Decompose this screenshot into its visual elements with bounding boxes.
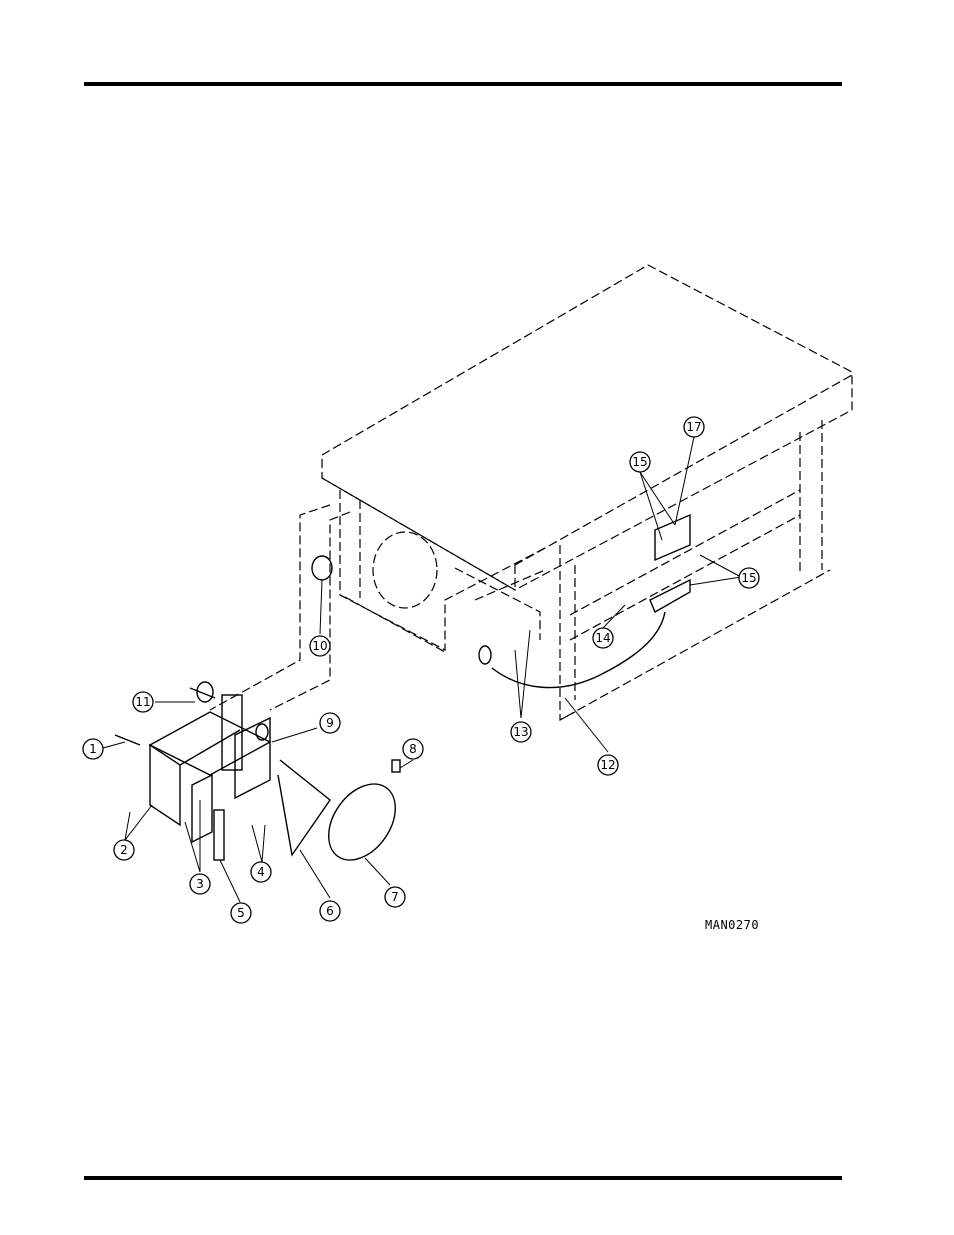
callout-11: 11 [133, 692, 153, 712]
callout-label: 12 [600, 758, 615, 772]
callout-17: 17 [684, 417, 704, 437]
callout-6: 6 [320, 901, 340, 921]
callout-12: 12 [598, 755, 618, 775]
callout-15: 15 [630, 452, 650, 472]
callout-label: 3 [196, 877, 204, 891]
callout-5: 5 [231, 903, 251, 923]
callout-15: 15 [739, 568, 759, 588]
drawing-code: MAN0270 [705, 918, 759, 932]
callout-label: 1 [89, 742, 97, 756]
callout-1: 1 [83, 739, 103, 759]
callout-13: 13 [511, 722, 531, 742]
callout-label: 11 [135, 695, 150, 709]
callout-9: 9 [320, 713, 340, 733]
callout-label: 15 [632, 455, 647, 469]
leader-lines [103, 437, 741, 902]
callout-label: 9 [326, 716, 334, 730]
callout-label: 13 [513, 725, 528, 739]
callout-label: 17 [686, 420, 701, 434]
callout-label: 5 [237, 906, 245, 920]
conduit-assembly [312, 515, 690, 688]
cabinet-outline [322, 265, 852, 720]
callout-label: 8 [409, 742, 417, 756]
callout-7: 7 [385, 887, 405, 907]
callout-3: 3 [190, 874, 210, 894]
callout-label: 4 [257, 865, 265, 879]
callout-8: 8 [403, 739, 423, 759]
callout-label: 14 [595, 631, 610, 645]
callout-label: 15 [741, 571, 756, 585]
phantom-leaders [210, 505, 350, 710]
footer-rule [84, 1176, 842, 1180]
callout-4: 4 [251, 862, 271, 882]
callout-label: 2 [120, 843, 128, 857]
callout-label: 6 [326, 904, 334, 918]
callout-14: 14 [593, 628, 613, 648]
callout-10: 10 [310, 636, 330, 656]
callout-2: 2 [114, 840, 134, 860]
fan-assembly [278, 760, 409, 872]
callout-label: 10 [312, 639, 327, 653]
callout-label: 7 [391, 890, 399, 904]
